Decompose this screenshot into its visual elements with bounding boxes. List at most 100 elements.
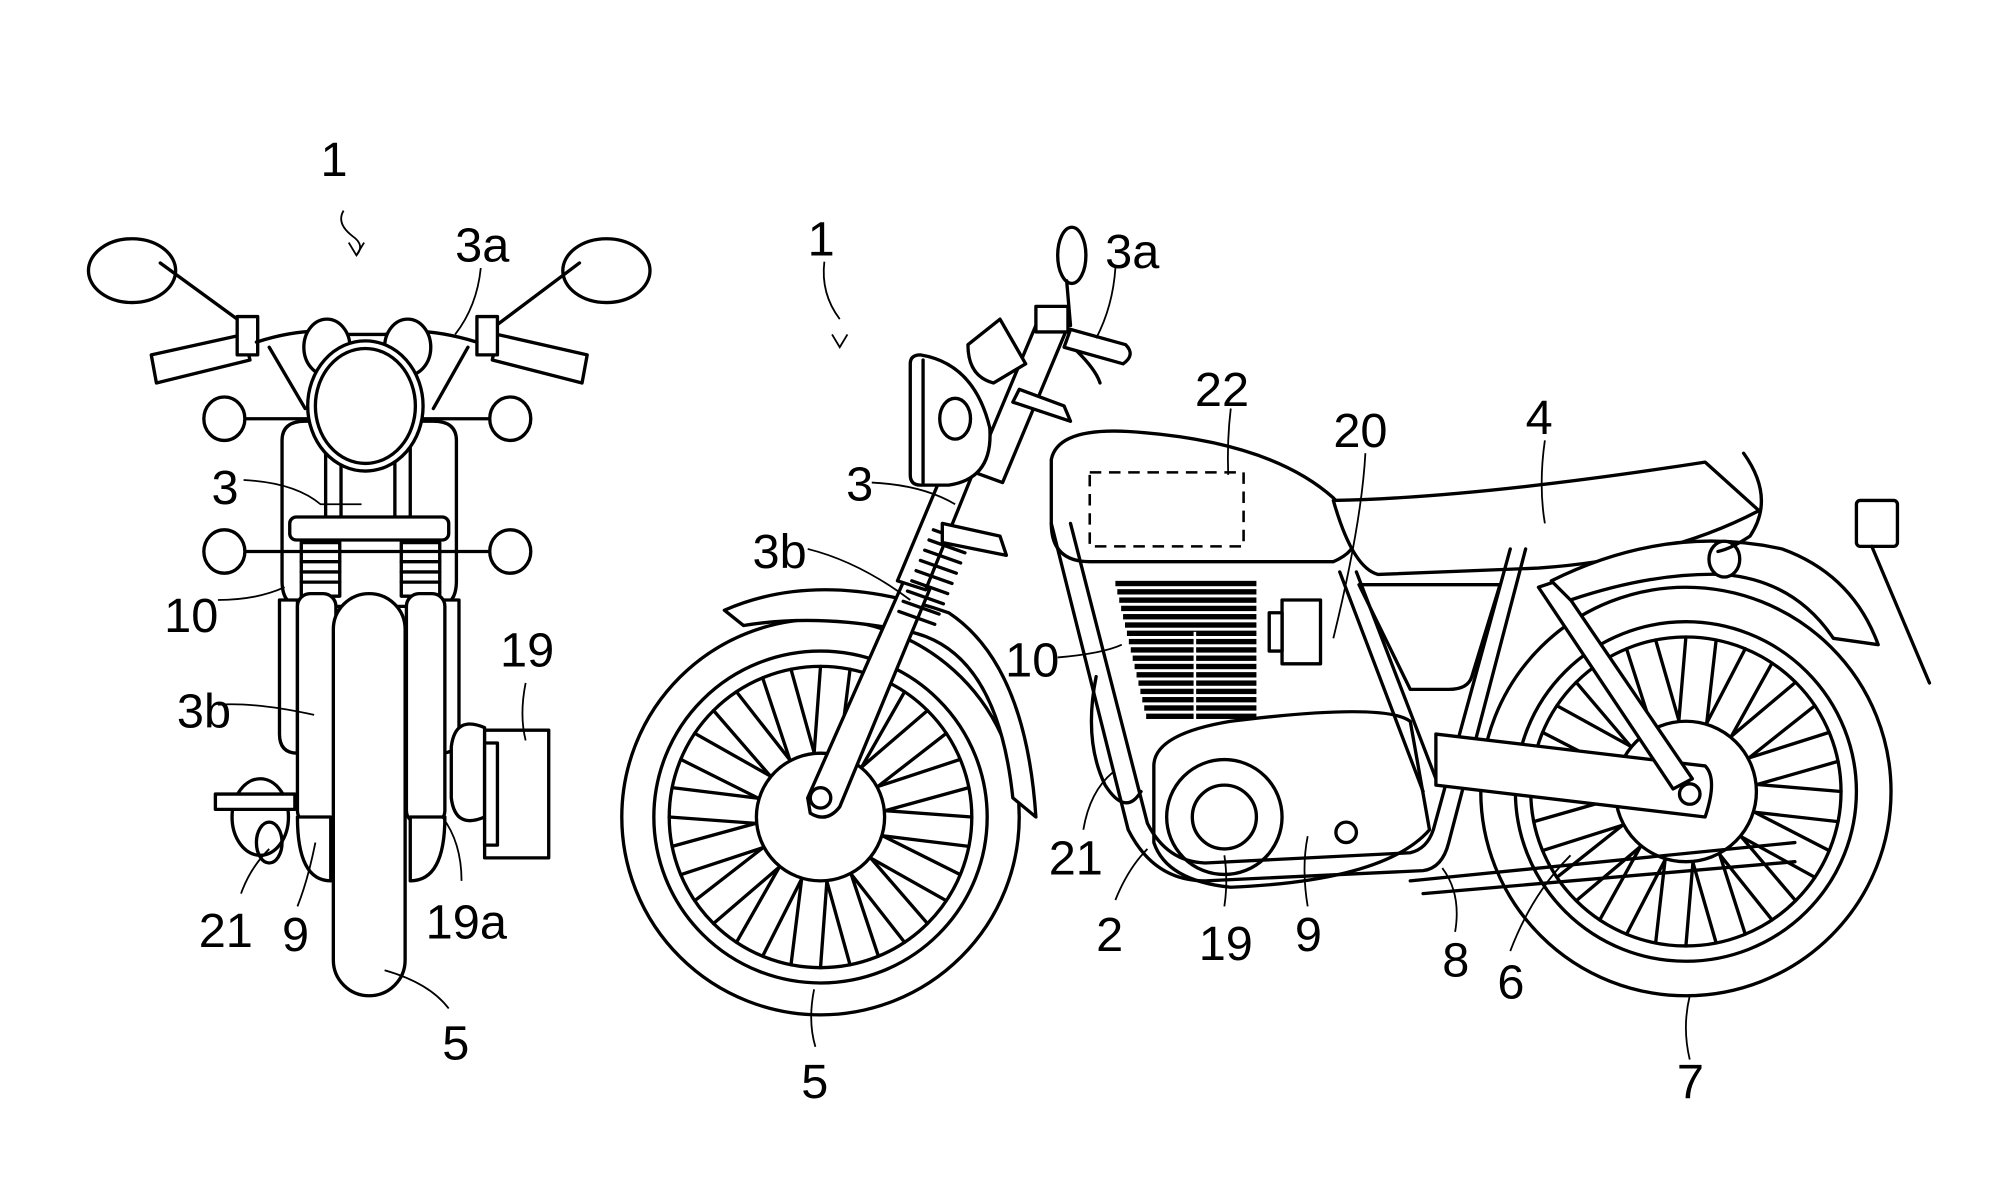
leader-10 [217, 586, 285, 601]
right-grip [490, 332, 589, 385]
leader-5 [384, 969, 450, 1010]
front-handlebar [254, 329, 479, 344]
front-label-3: 3 [212, 461, 239, 515]
side-label-1: 1 [808, 212, 835, 266]
upper-right-signal [488, 395, 533, 443]
cylinder-fin [1117, 589, 1257, 595]
spoke [1723, 680, 1798, 743]
drain-bolt [1334, 820, 1359, 845]
cylinder-fin [1115, 580, 1257, 587]
spoke [1653, 638, 1683, 730]
leader-side-19 [1223, 855, 1228, 907]
leader-side-3 [871, 481, 956, 506]
spring-coil [897, 609, 937, 626]
grab-rail [1716, 451, 1763, 554]
carburetor-20 [1280, 598, 1323, 666]
generator-center [1190, 783, 1259, 851]
side-label-19: 19 [1199, 917, 1253, 971]
spoke [1713, 846, 1774, 922]
leader-side-5 [810, 989, 817, 1048]
leader-1 [340, 210, 361, 256]
generator-flange [482, 741, 500, 847]
spring-coil [910, 579, 950, 596]
front-fender [722, 588, 1038, 819]
spoke [1653, 850, 1668, 945]
spoke [1745, 807, 1831, 853]
leader-3 [243, 479, 362, 506]
side-label-8: 8 [1442, 934, 1469, 988]
front-label-3b: 3b [177, 685, 231, 739]
spoke [1745, 809, 1840, 824]
leader-3b [217, 703, 315, 716]
front-engine-left [277, 598, 300, 755]
spoke [873, 833, 971, 849]
spoke [1555, 704, 1639, 752]
leader-19a [441, 816, 463, 881]
spoke [1748, 759, 1840, 789]
spoke [869, 757, 962, 791]
side-label-2: 2 [1096, 908, 1123, 962]
leader-side-21 [1082, 771, 1114, 830]
fork-springs [299, 540, 442, 598]
spoke [789, 667, 818, 762]
leader-side-3a [1095, 268, 1117, 339]
master-cylinder [1034, 304, 1070, 334]
front-label-19a: 19a [426, 895, 508, 949]
front-fork-left-leg [295, 591, 338, 826]
spoke [1725, 661, 1774, 745]
upper-left-signal [202, 395, 247, 443]
side-cover [1357, 583, 1502, 692]
spoke [1555, 818, 1631, 879]
rear-signal [1707, 539, 1742, 579]
leader-19 [521, 682, 527, 741]
headlight-rim [313, 346, 418, 466]
spoke [862, 852, 948, 903]
cylinder-fin [1125, 622, 1257, 628]
fork-spring [897, 528, 971, 626]
spoke [844, 866, 907, 944]
leader-side-7 [1685, 995, 1691, 1060]
front-label-9: 9 [282, 908, 309, 962]
side-view: 1 3a 22 20 4 3 3b 10 21 2 19 9 8 6 5 7 [620, 212, 1932, 1109]
spoke [734, 858, 785, 944]
side-front-wheel-5 [620, 617, 1021, 1017]
cylinder-fin [1140, 688, 1257, 695]
lower-bracket [940, 521, 1009, 557]
spoke [1676, 635, 1688, 730]
leader-side-1 [822, 261, 841, 320]
front-right-mirror [561, 237, 652, 305]
side-label-6: 6 [1497, 955, 1524, 1009]
cylinder-fin [1123, 614, 1257, 620]
leader-side-6 [1509, 854, 1572, 952]
front-left-mirror [86, 237, 178, 305]
front-label-21: 21 [199, 904, 253, 958]
right-mirror-stem [489, 261, 582, 332]
spoke [1715, 845, 1747, 936]
leader-side-8 [1441, 867, 1458, 933]
spoke [818, 872, 830, 970]
spoke [760, 676, 794, 769]
front-label-19: 19 [500, 623, 554, 677]
front-label-1: 1 [321, 133, 348, 187]
cylinder-fin [1142, 697, 1257, 703]
front-spokes [667, 664, 974, 970]
leader-side-4 [1540, 440, 1546, 524]
spoke [1704, 638, 1718, 733]
side-handlebar-3a [1062, 327, 1132, 366]
cylinder-fin [1121, 605, 1257, 612]
generator-mount-19a [449, 722, 487, 823]
side-label-10: 10 [1005, 634, 1059, 688]
spoke [811, 664, 823, 762]
chain-8 [1408, 840, 1797, 896]
side-label-9: 9 [1295, 908, 1322, 962]
spoke [1540, 821, 1632, 853]
front-view: 1 3a 3 10 3b 19 21 9 19a 5 [86, 133, 652, 1071]
side-label-4: 4 [1526, 391, 1553, 445]
cylinder-fin [1138, 680, 1257, 686]
side-label-3b: 3b [753, 525, 807, 579]
spoke [864, 850, 930, 926]
cylinder-fin [1144, 705, 1257, 711]
front-headlight [306, 339, 425, 473]
kick-hook [254, 820, 284, 865]
